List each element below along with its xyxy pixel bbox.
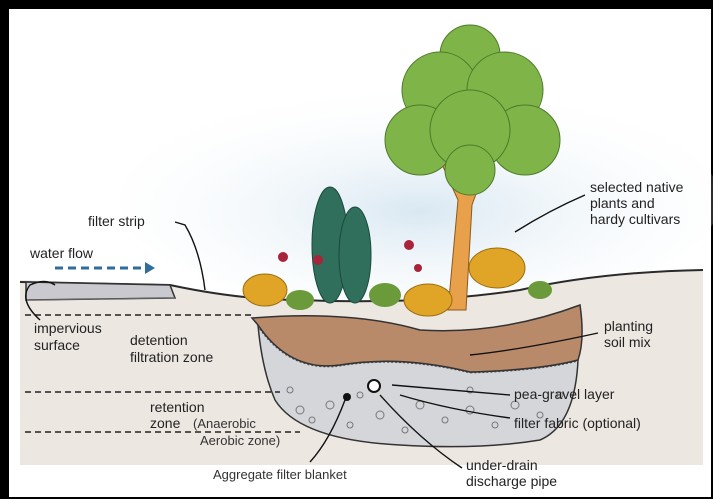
impervious-pavement	[26, 282, 175, 300]
label-detention-2: filtration zone	[130, 349, 213, 365]
label-detention-1: detention	[130, 332, 188, 348]
label-retention-2: zone	[150, 415, 181, 431]
underdrain-pipe	[368, 380, 380, 392]
label-impervious-1: impervious	[34, 320, 102, 336]
water-flow-arrowhead	[145, 262, 155, 274]
label-native-1: selected native	[590, 179, 684, 195]
label-native-3: hardy cultivars	[590, 211, 680, 227]
label-retention-1: retention	[150, 399, 204, 415]
aggregate-marker	[343, 393, 351, 401]
label-planting-1: planting	[604, 318, 653, 334]
label-aggregate: Aggregate filter blanket	[213, 467, 347, 482]
label-aerobic: Aerobic zone)	[200, 433, 280, 448]
label-filter-fabric: filter fabric (optional)	[514, 415, 641, 431]
label-planting-2: soil mix	[604, 334, 651, 350]
label-underdrain-1: under-drain	[466, 457, 538, 473]
label-anaerobic: (Anaerobic	[193, 416, 256, 431]
label-impervious-2: surface	[34, 337, 80, 353]
tree-canopy	[385, 25, 560, 195]
label-water-flow: water flow	[29, 245, 94, 261]
label-pea-gravel: pea-gravel layer	[514, 386, 615, 402]
label-underdrain-2: discharge pipe	[466, 473, 557, 489]
label-native-2: plants and	[590, 195, 655, 211]
label-filter-strip: filter strip	[88, 213, 145, 229]
